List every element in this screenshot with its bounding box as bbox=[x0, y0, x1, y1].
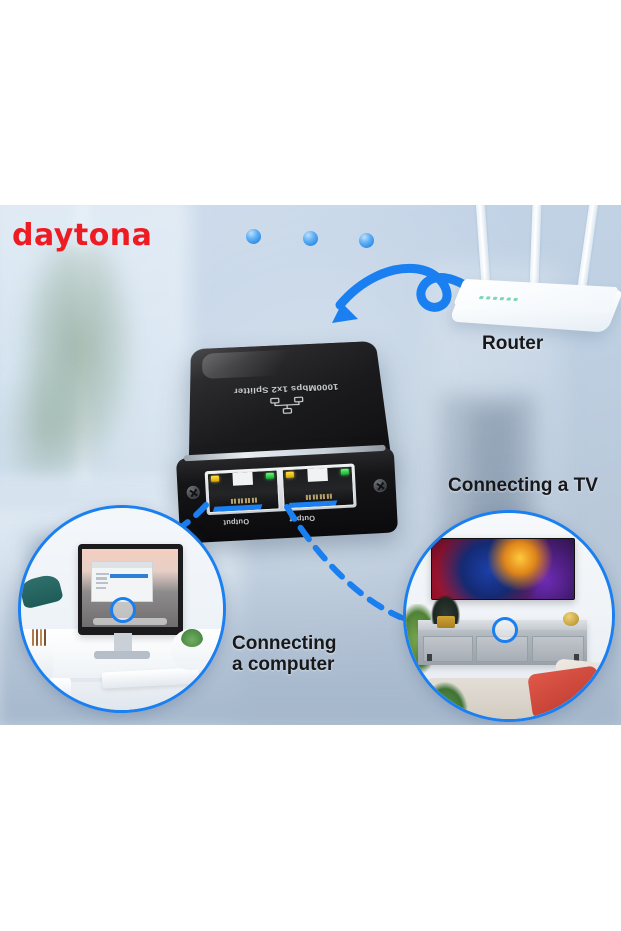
port-label-1: Output bbox=[223, 517, 250, 528]
television-scene bbox=[406, 513, 612, 719]
router-led bbox=[492, 296, 498, 300]
activity-led-green bbox=[340, 468, 349, 476]
rj45-port-panel bbox=[204, 463, 357, 516]
monitor-base bbox=[93, 651, 151, 660]
link-led-yellow bbox=[285, 471, 295, 479]
monitor-stand bbox=[113, 633, 133, 654]
product-photo: daytona bbox=[0, 205, 621, 725]
console-planter bbox=[436, 616, 456, 629]
computer-scene bbox=[21, 508, 223, 710]
inset-connecting-a-tv bbox=[403, 510, 615, 722]
faceplate-screw-left bbox=[186, 485, 201, 500]
floor-plant bbox=[422, 681, 468, 719]
sofa-cushion-red bbox=[526, 664, 603, 719]
tv-label: Connecting a TV bbox=[448, 475, 598, 496]
computer-label-line1: Connecting bbox=[232, 633, 337, 654]
wall-mounted-tv bbox=[430, 537, 575, 600]
coffee-mug bbox=[49, 677, 72, 700]
port-notch bbox=[231, 471, 254, 486]
window-titlebar bbox=[92, 562, 153, 568]
wifi-router bbox=[448, 205, 621, 345]
router-label: Router bbox=[482, 333, 544, 354]
rj45-port-2[interactable] bbox=[281, 465, 355, 510]
router-led bbox=[485, 296, 491, 300]
port-label-2: Output bbox=[289, 513, 316, 524]
activity-led-green bbox=[265, 472, 275, 480]
monitor-screen bbox=[81, 548, 179, 628]
decorative-dot bbox=[359, 233, 374, 248]
decorative-plant bbox=[180, 629, 203, 648]
router-to-splitter-arrow bbox=[318, 249, 499, 359]
tv-connection-marker bbox=[492, 617, 518, 643]
screen-window bbox=[91, 561, 154, 603]
brand-logo: daytona bbox=[12, 218, 153, 253]
link-led-yellow bbox=[210, 475, 220, 482]
router-led bbox=[478, 295, 484, 300]
device-model-text: 1000Mbps 1x2 Splitter bbox=[233, 381, 339, 396]
pencil-holder bbox=[27, 628, 54, 678]
router-led bbox=[506, 297, 512, 301]
screen-dock bbox=[93, 618, 167, 626]
console-ornament bbox=[562, 611, 580, 627]
tv-screen-content bbox=[431, 538, 574, 599]
decorative-dot bbox=[303, 231, 318, 246]
port-pins bbox=[305, 493, 332, 501]
computer-monitor bbox=[77, 544, 183, 636]
router-led bbox=[499, 297, 505, 301]
faceplate-screw-right bbox=[373, 478, 387, 493]
computer-label: Connecting a computer bbox=[232, 633, 337, 676]
decorative-dot bbox=[246, 229, 261, 244]
rj45-port-1[interactable] bbox=[206, 469, 280, 514]
port-blue-highlight bbox=[287, 500, 338, 508]
network-splitter-icon bbox=[270, 395, 305, 415]
computer-label-line2: a computer bbox=[232, 654, 335, 676]
device-branding: 1000Mbps 1x2 Splitter bbox=[234, 381, 341, 416]
inset-connecting-a-computer bbox=[18, 505, 226, 713]
port-notch bbox=[306, 467, 329, 482]
computer-connection-marker bbox=[110, 597, 136, 623]
port-pins bbox=[230, 497, 258, 504]
